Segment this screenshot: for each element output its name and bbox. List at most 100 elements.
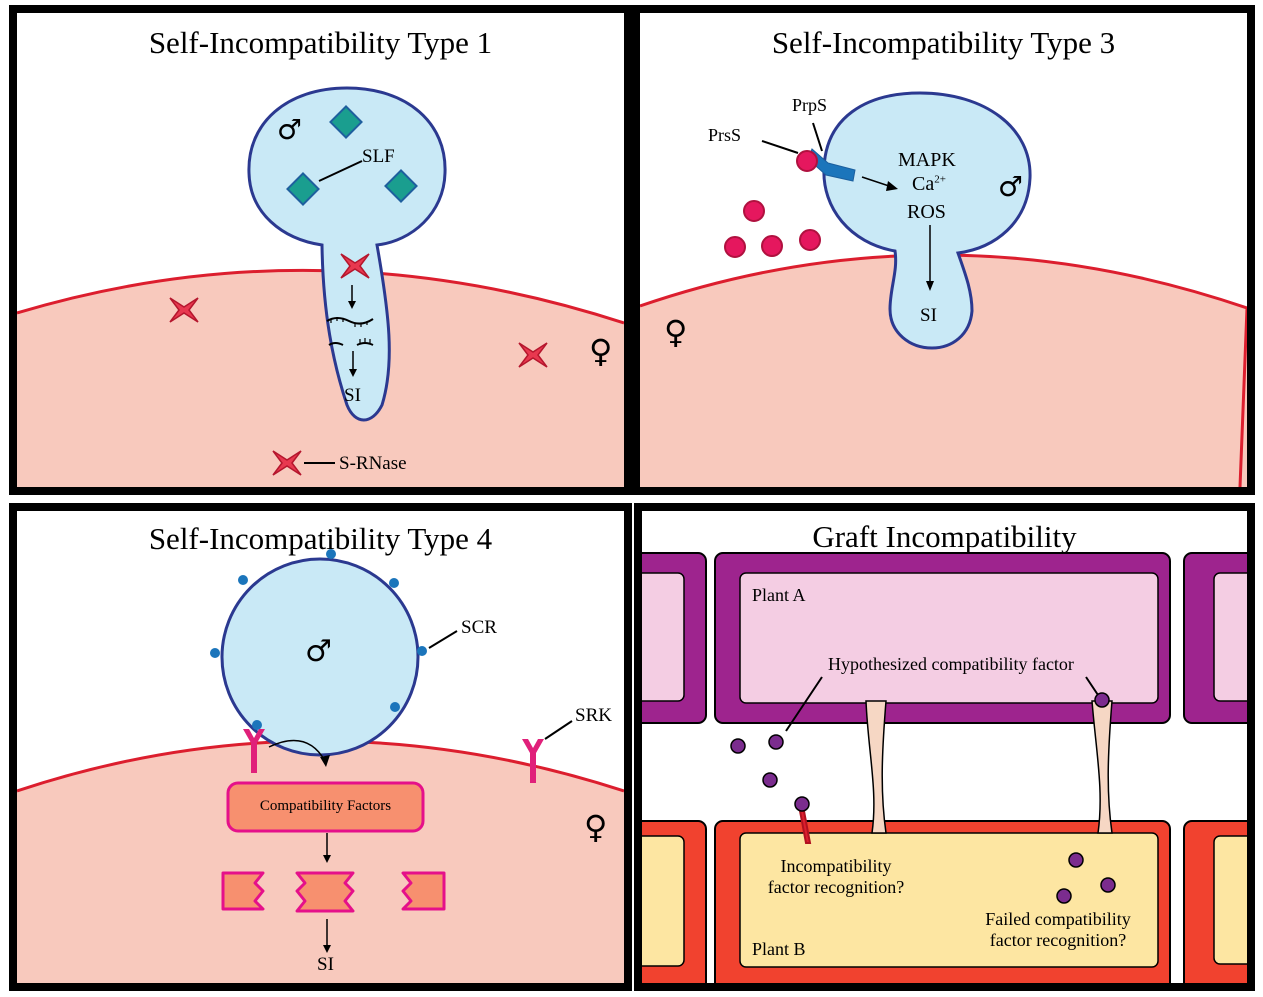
pollen-grain-tube [822, 91, 1032, 350]
incompatibility-recognition-label: Incompatibility factor recognition? [746, 856, 926, 897]
compatibility-factor [762, 772, 778, 788]
s-rnase-protein [340, 253, 370, 279]
compatibility-factors-box [226, 781, 425, 833]
prps-label: PrpS [792, 95, 828, 115]
scr-pointer-line [428, 630, 458, 649]
srk-receptor [522, 739, 544, 783]
compatibility-factor [730, 738, 746, 754]
si-label: SI [344, 385, 361, 406]
compatibility-factor [1094, 692, 1110, 708]
stigma-surface [17, 741, 624, 983]
slf-label: SLF [362, 146, 395, 167]
prss-label: PrsS [708, 125, 742, 145]
s-rnase-protein [169, 297, 199, 323]
srk-label: SRK [575, 705, 612, 726]
failed-line-2: factor recognition? [989, 929, 1127, 950]
plant-b-cell [642, 835, 685, 967]
scr-label: SCR [461, 617, 497, 638]
compatibility-factor [1068, 852, 1084, 868]
si-type-4-illustration [17, 549, 624, 983]
scr-ligand [417, 646, 427, 656]
ros-label: ROS [907, 201, 946, 223]
hypothesized-factor-label: Hypothesized compatibility factor [828, 654, 1074, 674]
compatibility-factors-label: Compatibility Factors [259, 798, 392, 814]
arrow-signal [861, 176, 893, 188]
s-rnase-label: S-RNase [339, 453, 407, 474]
cell-connection [1091, 700, 1113, 834]
compatibility-factor [1100, 877, 1116, 893]
panel-si-type-3: Self-Incompatibility Type 3 PrpS PrsS MA… [632, 5, 1255, 495]
panel-si-type-4: Self-Incompatibility Type 4 ♂ SCR SRK Co… [9, 503, 632, 991]
panel-graft-incompatibility: Graft Incompatibility Plant A Hypothesiz… [634, 503, 1255, 991]
compatibility-factor [768, 734, 784, 750]
cell-connection [865, 700, 887, 834]
female-symbol: ♀ [589, 332, 613, 370]
scr-ligand [238, 575, 248, 585]
male-symbol: ♂ [277, 113, 303, 146]
slf-protein [286, 172, 320, 206]
calcium-charge: 2+ [934, 173, 946, 186]
degraded-rna-fragment [326, 317, 374, 325]
plant-a-label: Plant A [752, 585, 806, 605]
prss-ligand [743, 200, 765, 222]
pollen-grain-tube [247, 86, 447, 422]
scr-ligand [389, 578, 399, 588]
plant-b-cell [1213, 835, 1247, 965]
prss-ligand [796, 150, 818, 172]
degraded-factor-fragment [221, 871, 265, 911]
srk-pointer-line [544, 720, 573, 740]
panel-title: Graft Incompatibility [812, 519, 1077, 554]
degraded-factor-fragment [401, 871, 446, 911]
scr-ligand [210, 648, 220, 658]
degraded-factor-fragment [295, 871, 355, 913]
mapk-label: MAPK [898, 149, 956, 171]
plant-b-label: Plant B [752, 939, 806, 959]
s-rnase-protein [272, 450, 302, 476]
female-symbol: ♀ [584, 808, 608, 846]
incompatibility-line-1: Incompatibility [780, 856, 892, 876]
arrow-signaling [268, 739, 326, 762]
stigma-boundary-line [17, 268, 624, 325]
prss-ligand [761, 235, 783, 257]
prps-pointer-line [812, 122, 823, 152]
male-symbol: ♂ [305, 634, 332, 669]
si-label: SI [920, 305, 937, 326]
prss-pointer-line [761, 140, 799, 154]
srk-receptor-bound [243, 729, 265, 773]
scr-ligand [390, 702, 400, 712]
failed-line-1: Failed compatibility [985, 909, 1131, 929]
prss-ligand [799, 229, 821, 251]
calcium-label: Ca2+ [912, 173, 946, 196]
plant-a-cell [739, 572, 1159, 704]
degraded-rna-fragment [328, 342, 344, 346]
graft-illustration [642, 552, 1247, 983]
female-symbol: ♀ [664, 313, 688, 351]
stigma-surface [17, 270, 624, 487]
male-symbol: ♂ [998, 170, 1024, 203]
slf-protein [384, 169, 418, 203]
hyp-pointer-line [785, 676, 823, 732]
panel-title: Self-Incompatibility Type 4 [148, 521, 493, 556]
compatibility-factor [794, 796, 810, 812]
scr-ligand [252, 720, 262, 730]
si-type-3-illustration [640, 91, 1247, 487]
panel-si-type-1: Self-Incompatibility Type 1 ♂ SLF SI S-R… [9, 5, 632, 495]
calcium-symbol: Ca [912, 173, 935, 195]
si-type-1-illustration [17, 86, 624, 487]
stigma-surface [640, 254, 1247, 487]
incompatibility-line-2: factor recognition? [767, 876, 905, 897]
slf-protein [329, 105, 363, 139]
si-label: SI [317, 954, 334, 975]
failed-recognition-label: Failed compatibility factor recognition? [958, 909, 1158, 950]
plant-b-cell [739, 832, 1159, 968]
prss-ligand [724, 236, 746, 258]
plant-a-cell [642, 572, 685, 702]
panel-title: Self-Incompatibility Type 3 [771, 25, 1116, 60]
hyp-pointer-line [1085, 676, 1099, 696]
s-rnase-protein [518, 342, 548, 368]
pollen-grain [220, 557, 420, 757]
panel-title: Self-Incompatibility Type 1 [148, 25, 493, 60]
slf-pointer-line [318, 160, 363, 182]
scr-ligand [326, 549, 336, 559]
